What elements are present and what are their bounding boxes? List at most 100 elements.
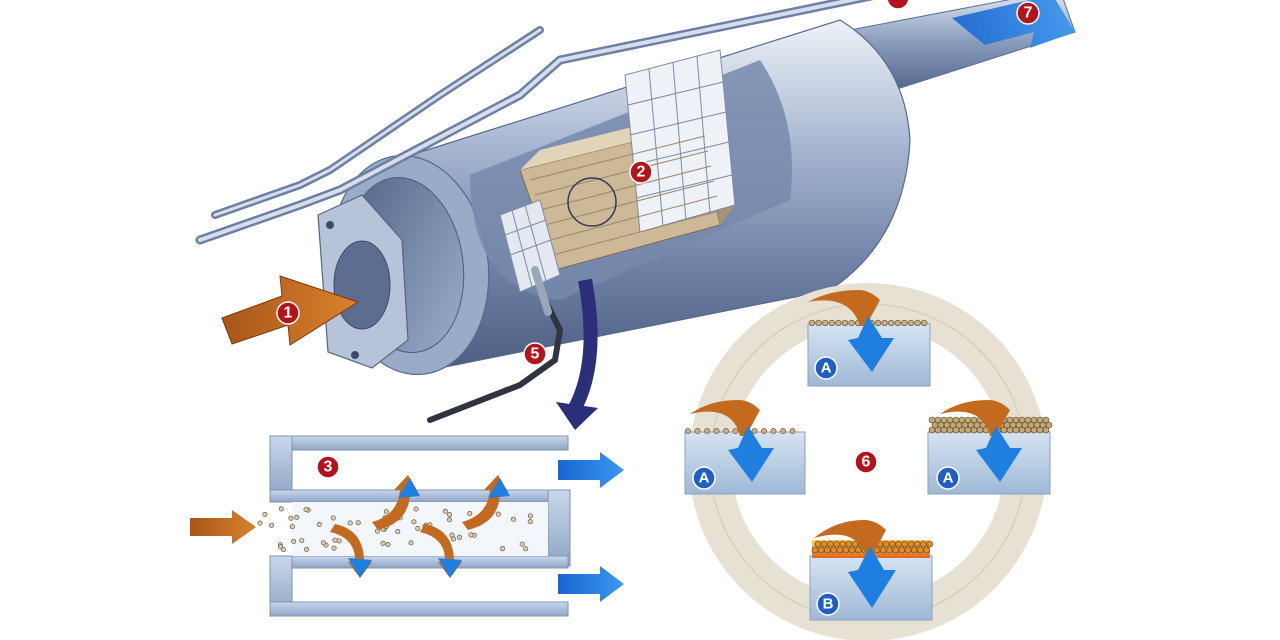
- soot-particle-icon: [879, 546, 887, 554]
- soot-particle-icon: [500, 546, 506, 552]
- soot-particle-icon: [820, 540, 828, 548]
- soot-particle-icon: [824, 546, 831, 554]
- soot-particle-icon: [830, 546, 837, 554]
- soot-particle-icon: [732, 428, 739, 434]
- soot-particle-icon: [519, 541, 525, 547]
- soot-particle-icon: [904, 546, 912, 554]
- soot-particle-icon: [468, 532, 474, 538]
- flow-down-arrow: [568, 278, 598, 412]
- soot-particle-icon: [828, 319, 835, 327]
- soot-particle-icon: [845, 540, 853, 548]
- soot-particle-icon: [321, 540, 327, 546]
- soot-particle-icon: [946, 416, 954, 424]
- soot-particle-icon: [914, 319, 921, 327]
- soot-particle-icon: [1036, 416, 1044, 424]
- soot-particle-icon: [450, 536, 456, 542]
- soot-particle-icon: [789, 428, 796, 434]
- soot-particle-icon: [926, 540, 933, 548]
- soot-particle-icon: [761, 428, 767, 434]
- soot-particle-icon: [1012, 416, 1020, 424]
- marker-2: 2: [629, 160, 653, 184]
- soot-particle-icon: [694, 428, 701, 434]
- soot-particle-icon: [446, 517, 452, 523]
- marker-3-label: 3: [324, 459, 333, 476]
- soot-particle-icon: [347, 520, 353, 526]
- soot-particle-icon: [510, 516, 516, 522]
- soot-particle-icon: [280, 547, 286, 553]
- soot-particle-icon: [841, 319, 849, 327]
- soot-particle-icon: [1006, 416, 1014, 424]
- soot-particle-icon: [355, 520, 361, 526]
- pressure-lines: [195, 0, 874, 245]
- soot-particle-icon: [910, 546, 918, 554]
- zoom-circle: [567, 177, 617, 227]
- soot-particle-icon: [940, 416, 948, 424]
- soot-particle-icon: [523, 546, 529, 552]
- soot-particle-icon: [1045, 421, 1053, 429]
- soot-particle-icon: [467, 511, 473, 517]
- marker-partial-top: [886, 0, 910, 10]
- soot-particle-icon: [934, 416, 942, 424]
- cycle-block-top: [807, 290, 931, 387]
- marker-3: 3: [316, 455, 340, 479]
- stage-badge-right: A: [936, 466, 960, 490]
- soot-particle-icon: [920, 540, 927, 548]
- soot-particle-icon: [928, 416, 936, 424]
- soot-particle-icon: [921, 319, 928, 327]
- soot-particle-icon: [1030, 416, 1038, 424]
- channel-cross-section: [257, 435, 571, 617]
- soot-particle-icon: [278, 506, 284, 512]
- soot-particle-icon: [288, 515, 294, 521]
- soot-particle-icon: [304, 546, 310, 552]
- soot-particle-icon: [299, 537, 305, 543]
- soot-particle-icon: [855, 546, 862, 554]
- stage-badge-bottom: B: [816, 592, 840, 616]
- soot-particle-icon: [811, 546, 819, 554]
- soot-particle-icon: [1018, 416, 1026, 424]
- soot-particle-icon: [886, 546, 893, 554]
- soot-particle-icon: [704, 428, 710, 434]
- soot-particle-icon: [888, 319, 895, 327]
- soot-particle-icon: [952, 416, 960, 424]
- soot-particle-icon: [817, 546, 825, 554]
- soot-particle-icon: [1042, 416, 1050, 424]
- marker-5: 5: [523, 342, 547, 366]
- soot-particle-icon: [411, 519, 417, 525]
- soot-particle-icon: [839, 540, 847, 548]
- marker-2-label: 2: [637, 164, 646, 181]
- soot-particle-icon: [814, 540, 822, 548]
- soot-particle-icon: [413, 506, 419, 512]
- soot-particle-icon: [874, 319, 882, 327]
- soot-particle-icon: [262, 511, 268, 517]
- soot-particle-icon: [895, 540, 902, 548]
- soot-particle-icon: [907, 319, 915, 327]
- sensor-cable: [427, 297, 564, 423]
- soot-particle-icon: [294, 514, 300, 520]
- soot-particle-icon: [848, 319, 855, 327]
- soot-particle-icon: [835, 319, 842, 327]
- stage-letter-top: A: [821, 360, 832, 377]
- soot-particle-icon: [780, 428, 786, 434]
- soot-particle-icon: [892, 546, 899, 554]
- soot-particle-icon: [723, 428, 729, 434]
- soot-particle-icon: [842, 546, 850, 554]
- soot-particle-icon: [385, 542, 391, 548]
- marker-5-label: 5: [531, 346, 540, 363]
- soot-particle-icon: [395, 529, 401, 535]
- soot-particle-icon: [330, 515, 336, 521]
- soot-particle-icon: [970, 416, 978, 424]
- soot-particle-icon: [527, 513, 533, 519]
- marker-6-label: 6: [862, 454, 871, 471]
- channel-inlet-arrow: [190, 510, 256, 544]
- soot-particle-icon: [889, 540, 896, 548]
- clean-outlet-arrow: [952, 0, 1075, 48]
- dpf-canister: [195, 0, 1076, 423]
- soot-particle-icon: [685, 428, 691, 434]
- marker-7-label: 7: [1024, 5, 1033, 22]
- soot-particle-icon: [316, 522, 322, 528]
- soot-particle-icon: [713, 428, 720, 434]
- soot-particle-icon: [303, 507, 309, 513]
- soot-particle-icon: [913, 540, 921, 548]
